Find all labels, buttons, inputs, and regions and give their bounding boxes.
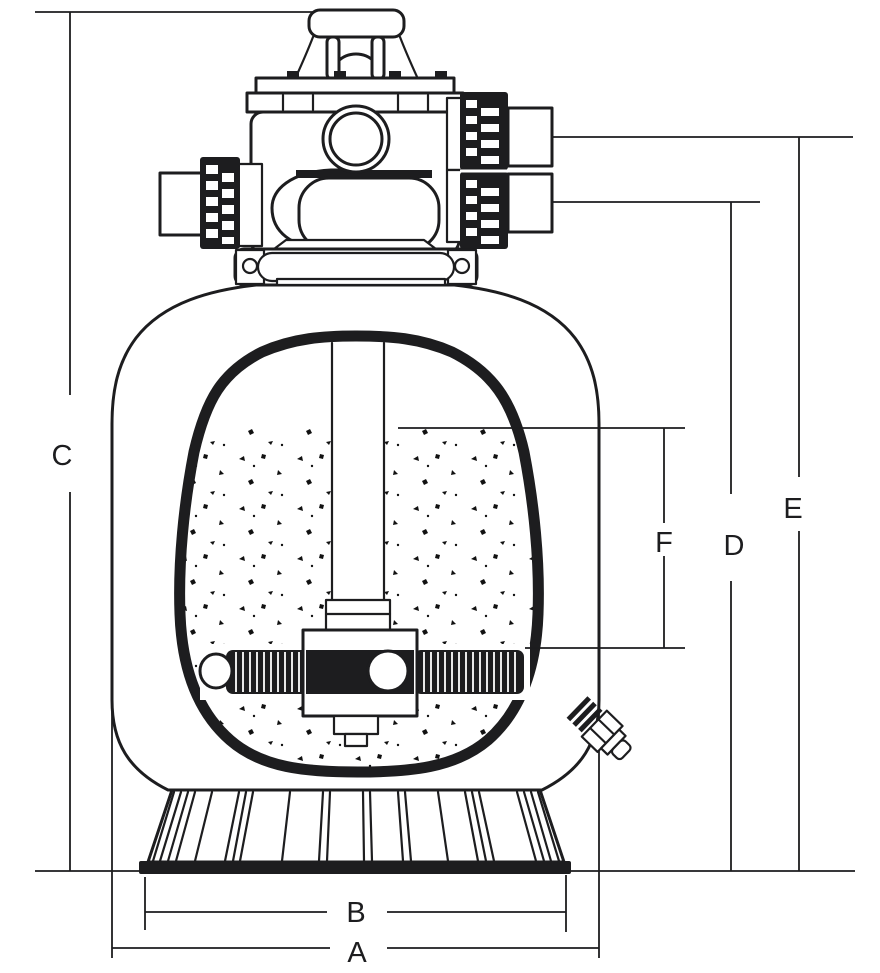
valve-lid <box>254 76 456 95</box>
dimension-label-C: C <box>52 440 73 472</box>
tank-clamp <box>233 247 479 287</box>
lateral-hub <box>301 598 419 748</box>
multiport-valve <box>232 71 467 255</box>
dimension-label-D: D <box>724 530 745 562</box>
dimension-line-F <box>398 427 685 649</box>
clamp-screw-right <box>453 257 471 275</box>
dimension-line-E <box>553 136 853 871</box>
base-plate <box>139 861 571 874</box>
dimension-lines <box>35 11 855 958</box>
dimension-label-E: E <box>783 493 802 525</box>
dimension-ticks-B <box>144 875 567 932</box>
lower-right-pipe <box>506 172 554 234</box>
dimension-label-A: A <box>347 937 367 969</box>
handle-knob <box>307 8 406 39</box>
gauge-port <box>321 104 391 174</box>
clamp-screw-left <box>241 257 259 275</box>
outlet-pipes-right <box>460 92 554 249</box>
valve-handle <box>293 8 420 82</box>
hub-port <box>366 649 410 693</box>
left-pipe <box>158 171 206 237</box>
upper-right-pipe <box>506 106 554 168</box>
dimension-labels: C A B D E F <box>52 440 803 969</box>
left-union-nut <box>200 157 240 249</box>
standpipe <box>331 334 385 616</box>
lateral-arm-right <box>414 650 524 694</box>
base-pedestal <box>139 788 571 874</box>
lower-right-union-nut <box>460 169 508 249</box>
lateral-arm-left <box>198 650 310 694</box>
drain-fitting <box>566 696 632 761</box>
dimension-label-F: F <box>655 527 673 559</box>
inlet-pipe-left <box>158 157 240 249</box>
dimension-label-B: B <box>346 897 365 929</box>
lateral-assembly <box>198 598 530 748</box>
lateral-port-left <box>198 652 234 690</box>
upper-right-union-nut <box>460 92 508 170</box>
dimension-line-D <box>553 201 760 871</box>
